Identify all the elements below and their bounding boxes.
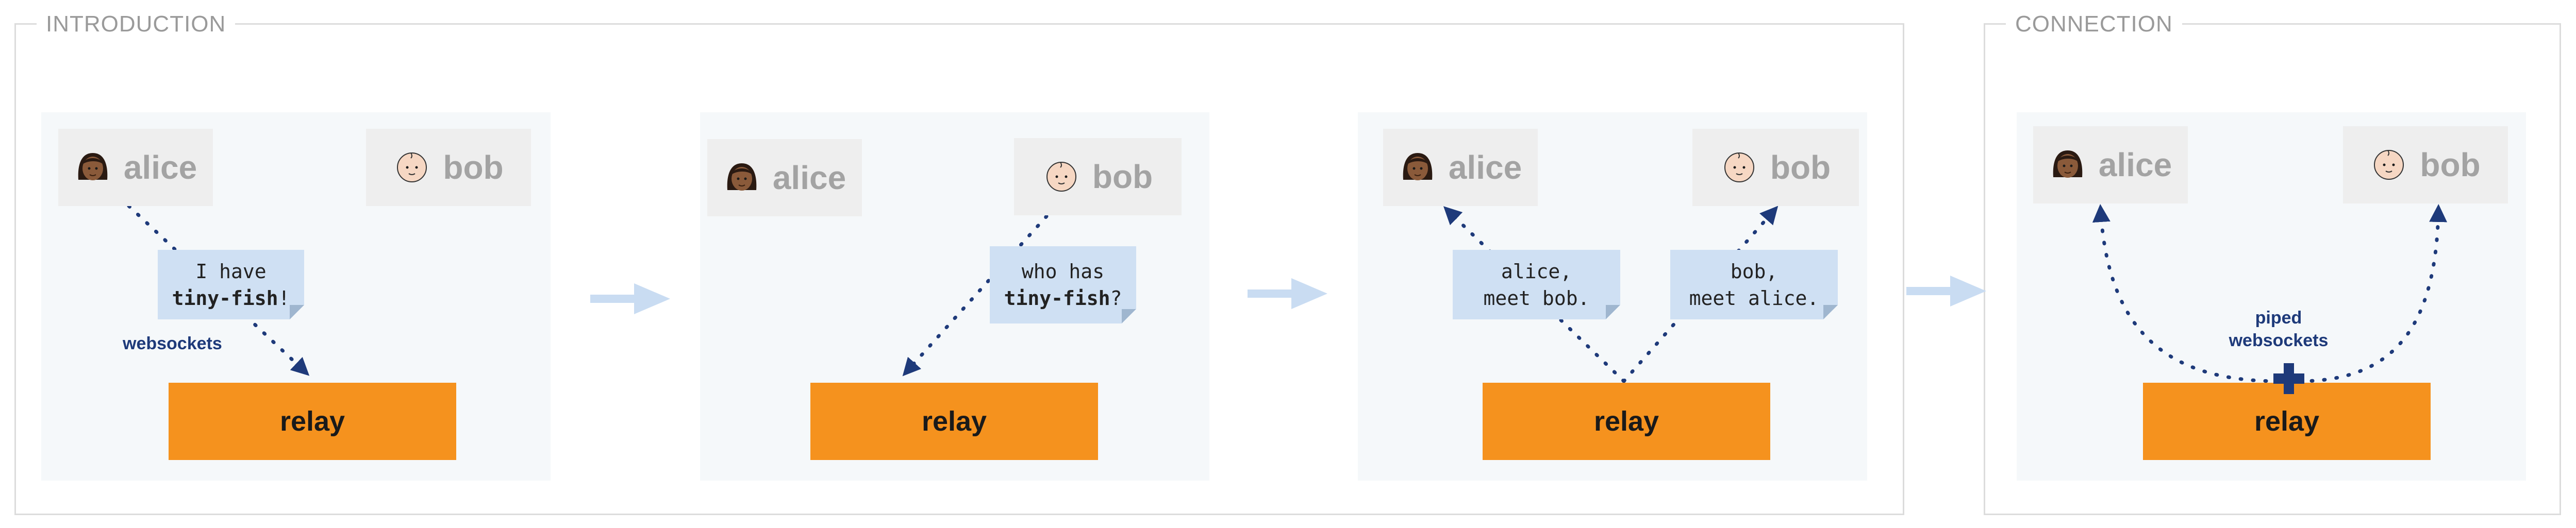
- panel4-arrow-relay-to-alice: [2092, 204, 2281, 383]
- panel2-note-suffix: ?: [1110, 287, 1122, 310]
- woman-dark-skin-icon: [2053, 150, 2083, 178]
- panel2-relay: relay: [810, 383, 1098, 460]
- panel1-bob-card: bob: [366, 129, 531, 206]
- panel3-relay: relay: [1483, 383, 1770, 460]
- panel4-alice-card: alice: [2033, 126, 2188, 203]
- panel4-label-line1: piped: [2255, 308, 2302, 328]
- panel1-relay: relay: [169, 383, 456, 460]
- panel2-note-line2: tiny-fish?: [1004, 285, 1122, 312]
- woman-dark-skin-icon: [1403, 153, 1433, 180]
- woman-dark-skin-icon: [78, 153, 108, 180]
- connection-title: CONNECTION: [2006, 11, 2182, 37]
- panel2-note-bold: tiny-fish: [1004, 287, 1110, 310]
- panel4-piped-websockets-label: piped websockets: [2212, 306, 2346, 352]
- panel1-relay-label: relay: [279, 406, 345, 437]
- panel2-relay-label: relay: [921, 406, 987, 437]
- panel3-bob-label: bob: [1770, 149, 1831, 186]
- panel2-bob-label: bob: [1092, 158, 1153, 195]
- panel4-alice-label: alice: [2098, 146, 2172, 183]
- panel1-websockets-label: websockets: [123, 334, 222, 353]
- panel2-note: who has tiny-fish?: [990, 246, 1136, 323]
- panel3-bob-card: bob: [1692, 129, 1859, 206]
- introduction-title: INTRODUCTION: [37, 11, 236, 37]
- panel1-note: I have tiny-fish!: [158, 250, 304, 319]
- panel1-note-line2: tiny-fish!: [172, 285, 290, 312]
- panel3-relay-label: relay: [1593, 406, 1659, 437]
- baby-face-icon: [2374, 150, 2404, 180]
- pipe-junction-icon: [2273, 363, 2304, 394]
- panel4-relay: relay: [2143, 383, 2431, 460]
- panel3-note-right: bob, meet alice.: [1670, 250, 1838, 319]
- panel3-alice-card: alice: [1383, 129, 1538, 206]
- panel2-alice-label: alice: [772, 159, 846, 196]
- panel4-bob-label: bob: [2420, 146, 2481, 183]
- panel3-note-right-line2: meet alice.: [1689, 286, 1819, 310]
- introduction-group: INTRODUCTION: [14, 11, 1904, 515]
- panel4-bob-card: bob: [2343, 126, 2508, 203]
- panel3-note-left-line2: meet bob.: [1483, 286, 1590, 310]
- woman-dark-skin-icon: [727, 163, 757, 191]
- flow-arrow-3: [1906, 276, 1986, 306]
- panel4-arrow-relay-to-bob: [2297, 204, 2448, 383]
- panel3-alice-label: alice: [1448, 149, 1522, 186]
- baby-face-icon: [1724, 152, 1754, 182]
- panel1-alice-label: alice: [123, 149, 197, 186]
- panel2-alice-card: alice: [707, 139, 862, 216]
- panel1-note-line1: I have: [195, 260, 267, 283]
- flow-arrow-1: [590, 283, 670, 314]
- panel2-arrow-bob-to-relay: [902, 214, 1049, 377]
- baby-face-icon: [397, 152, 427, 182]
- panel1-bob-label: bob: [443, 149, 504, 186]
- panel3-note-left: alice, meet bob.: [1453, 250, 1620, 319]
- panel2-note-line1: who has: [1021, 260, 1105, 283]
- panel2-bob-card: bob: [1014, 138, 1182, 215]
- flow-arrow-2: [1248, 278, 1327, 309]
- panel3-note-right-line1: bob,: [1730, 260, 1778, 283]
- panel1-arrow-alice-to-relay: [127, 204, 310, 376]
- panel4-label-line2: websockets: [2229, 331, 2329, 350]
- panel3-note-left-line1: alice,: [1501, 260, 1572, 283]
- panel1-note-suffix: !: [278, 286, 290, 310]
- connection-group: CONNECTION: [1984, 11, 2561, 515]
- baby-face-icon: [1046, 162, 1076, 192]
- panel1-alice-card: alice: [58, 129, 213, 206]
- panel1-note-bold: tiny-fish: [172, 286, 278, 310]
- panel4-relay-label: relay: [2254, 406, 2320, 437]
